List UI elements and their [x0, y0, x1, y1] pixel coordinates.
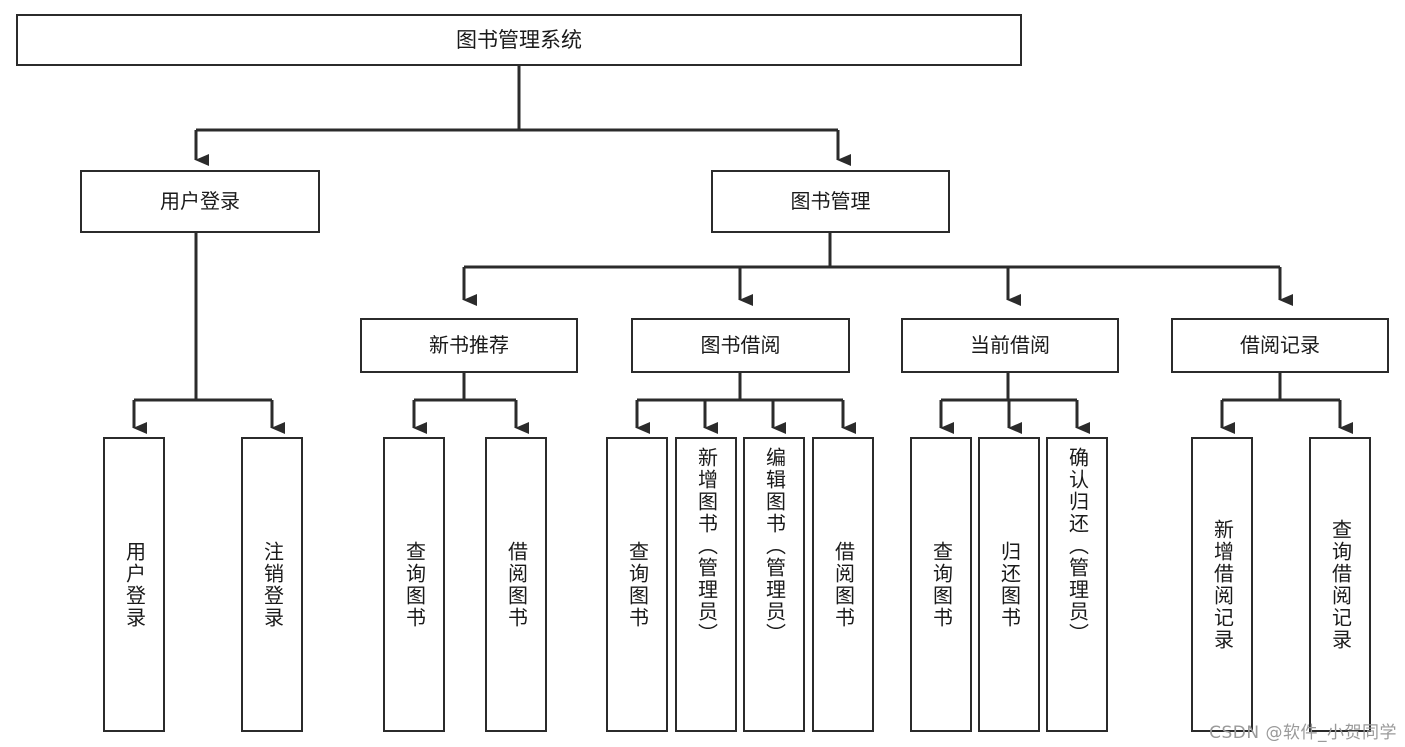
node-label: 用户登录	[160, 189, 240, 213]
leaf-query-book-current[interactable]: 查询图书	[910, 437, 972, 732]
leaf-query-borrow-record[interactable]: 查询借阅记录	[1309, 437, 1371, 732]
node-label: 当前借阅	[970, 333, 1050, 357]
node-label: 确认归还（管理员）	[1065, 447, 1090, 645]
node-label: 编辑图书（管理员）	[762, 447, 787, 645]
node-label: 归还图书	[997, 540, 1022, 629]
node-book-borrow[interactable]: 图书借阅	[631, 318, 850, 373]
node-label: 查询图书	[625, 540, 650, 629]
node-label: 用户登录	[122, 540, 147, 629]
node-user-login[interactable]: 用户登录	[80, 170, 320, 233]
node-label: 借阅图书	[831, 540, 856, 629]
leaf-add-book-admin[interactable]: 新增图书（管理员）	[675, 437, 737, 732]
node-label: 查询借阅记录	[1328, 518, 1353, 651]
leaf-edit-book-admin[interactable]: 编辑图书（管理员）	[743, 437, 805, 732]
node-label: 新增借阅记录	[1210, 518, 1235, 651]
node-label: 注销登录	[260, 540, 285, 629]
node-borrow-record[interactable]: 借阅记录	[1171, 318, 1389, 373]
leaf-borrow-book[interactable]: 借阅图书	[812, 437, 874, 732]
node-label: 图书管理	[790, 189, 871, 213]
watermark-text: CSDN @软件_小贺同学	[1209, 723, 1397, 743]
leaf-borrow-book-recommend[interactable]: 借阅图书	[485, 437, 547, 732]
node-label: 借阅记录	[1240, 333, 1320, 357]
node-label: 新书推荐	[429, 333, 509, 357]
leaf-query-book-borrow[interactable]: 查询图书	[606, 437, 668, 732]
node-label: 查询图书	[929, 540, 954, 629]
node-new-book-recommend[interactable]: 新书推荐	[360, 318, 578, 373]
leaf-add-borrow-record[interactable]: 新增借阅记录	[1191, 437, 1253, 732]
node-book-management[interactable]: 图书管理	[711, 170, 950, 233]
leaf-confirm-return-admin[interactable]: 确认归还（管理员）	[1046, 437, 1108, 732]
node-root-system[interactable]: 图书管理系统	[16, 14, 1022, 66]
node-label: 新增图书（管理员）	[694, 447, 719, 645]
leaf-user-login[interactable]: 用户登录	[103, 437, 165, 732]
leaf-logout[interactable]: 注销登录	[241, 437, 303, 732]
node-label: 查询图书	[402, 540, 427, 629]
node-label: 借阅图书	[504, 540, 529, 629]
leaf-query-book-recommend[interactable]: 查询图书	[383, 437, 445, 732]
node-current-borrow[interactable]: 当前借阅	[901, 318, 1119, 373]
node-label: 图书管理系统	[456, 27, 582, 52]
node-label: 图书借阅	[700, 333, 781, 357]
leaf-return-book[interactable]: 归还图书	[978, 437, 1040, 732]
